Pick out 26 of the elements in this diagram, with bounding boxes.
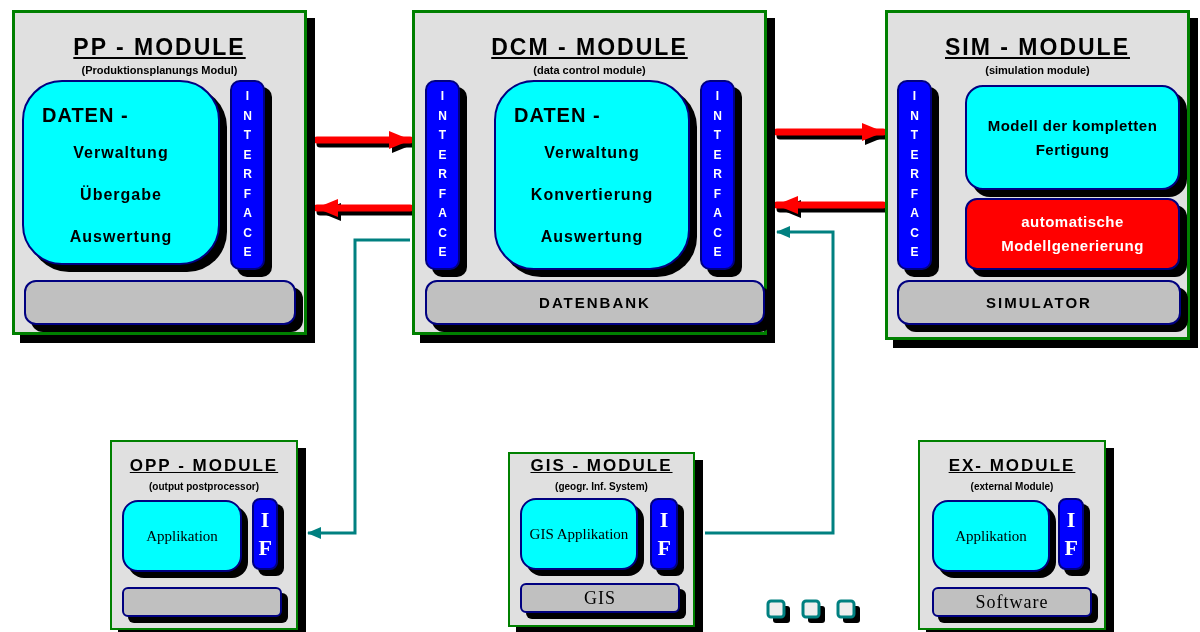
arrow [773, 123, 887, 141]
module-title: EX- MODULE [947, 455, 1077, 477]
module-title: PP - MODULE [72, 33, 247, 62]
data-function-label: Verwaltung [543, 144, 641, 162]
module-subtitle: (Produktionsplanungs Modul) [80, 63, 239, 78]
module-subtitle: (output postprocessor) [148, 480, 260, 494]
module-subtitle: (simulation module) [984, 63, 1091, 78]
data-heading: DATEN - [514, 104, 601, 127]
module-title: DCM - MODULE [490, 33, 689, 62]
data-function-label: Übergabe [79, 186, 163, 204]
module-title: SIM - MODULE [944, 33, 1131, 62]
data-function-label: Auswertung [68, 228, 174, 246]
data-function-label: Auswertung [539, 228, 645, 246]
data-heading: DATEN - [42, 104, 129, 127]
data-function-label: Verwaltung [72, 144, 170, 162]
arrow [313, 131, 414, 149]
module-title: OPP - MODULE [128, 455, 280, 477]
arrow [307, 238, 410, 539]
module-title: GIS - MODULE [529, 455, 674, 477]
module-subtitle: (external Module) [969, 480, 1055, 494]
module-subtitle: (data control module) [532, 63, 647, 78]
data-function-label: Konvertierung [529, 186, 655, 204]
arrow [313, 199, 414, 217]
arrow [705, 226, 835, 535]
module-subtitle: (geogr. Inf. System) [554, 480, 649, 494]
arrow [773, 196, 887, 214]
